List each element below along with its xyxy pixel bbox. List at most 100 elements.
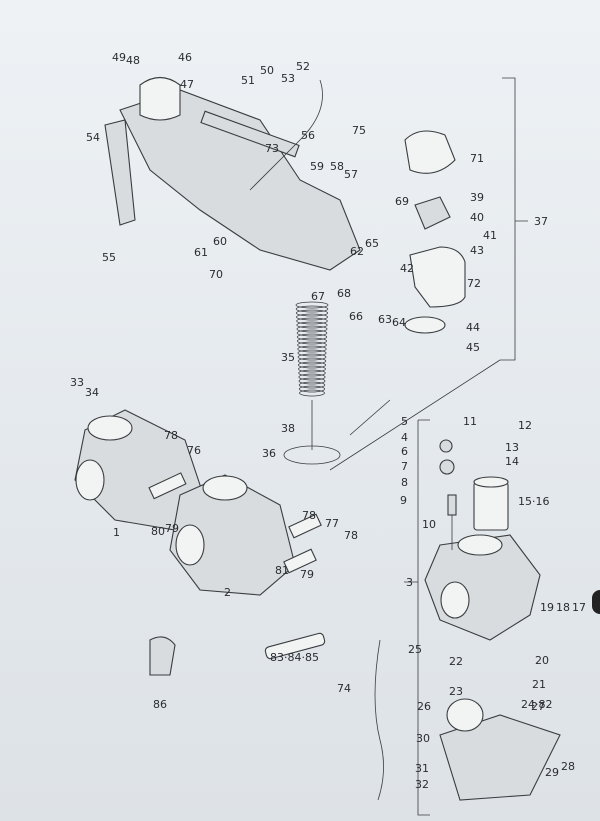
callout-label-59: 59 [310, 160, 324, 173]
callout-label-7: 7 [401, 460, 408, 473]
callout-label-78: 78 [302, 509, 316, 522]
callout-label-42: 42 [400, 262, 414, 275]
part-71 [404, 130, 456, 174]
callout-label-6: 6 [401, 445, 408, 458]
carburetor-exploded [424, 439, 561, 801]
callout-label-15-16: 15·16 [518, 495, 550, 508]
callout-label-19: 19 [540, 601, 554, 614]
callout-label-41: 41 [483, 229, 497, 242]
callout-label-20: 20 [535, 654, 549, 667]
spring-coil [296, 333, 328, 341]
callout-label-68: 68 [337, 287, 351, 300]
throttle-linkage-assembly [104, 76, 466, 334]
spring-coil [295, 301, 329, 309]
spring-coil [298, 373, 326, 381]
callout-label-21: 21 [532, 678, 546, 691]
spring-coil [297, 337, 327, 345]
callout-label-61: 61 [194, 246, 208, 259]
spring-coil [297, 345, 327, 353]
callout-label-65: 65 [365, 237, 379, 250]
spring-coil [295, 309, 329, 317]
callout-label-35: 35 [281, 351, 295, 364]
part-15-16 [473, 481, 509, 531]
callout-label-49: 49 [112, 51, 126, 64]
callout-label-9: 9 [400, 494, 407, 507]
callout-label-11: 11 [463, 415, 477, 428]
spring-coil [296, 321, 328, 329]
callout-label-40: 40 [470, 211, 484, 224]
callout-label-36: 36 [262, 447, 276, 460]
callout-label-58: 58 [330, 160, 344, 173]
callout-label-72: 72 [467, 277, 481, 290]
callout-label-67: 67 [311, 290, 325, 303]
callout-label-1: 1 [113, 526, 120, 539]
callout-label-27: 27 [531, 700, 545, 713]
spring-coil [296, 325, 328, 333]
callout-label-25: 25 [408, 643, 422, 656]
callout-label-24-82: 24·82 [521, 698, 553, 711]
callout-label-29: 29 [545, 766, 559, 779]
spring-coil [298, 381, 326, 389]
callout-label-26: 26 [417, 700, 431, 713]
spring-coil [297, 361, 326, 369]
callout-label-12: 12 [518, 419, 532, 432]
callout-label-10: 10 [422, 518, 436, 531]
callout-label-57: 57 [344, 168, 358, 181]
callout-label-63: 63 [378, 313, 392, 326]
spring-coil [297, 341, 327, 349]
callout-label-86: 86 [153, 698, 167, 711]
callout-label-53: 53 [281, 72, 295, 85]
callout-label-28: 28 [561, 760, 575, 773]
callout-label-32: 32 [415, 778, 429, 791]
callout-label-81: 81 [275, 564, 289, 577]
clamp-86 [149, 636, 176, 676]
bracket-37 [500, 77, 528, 361]
callout-label-50: 50 [260, 64, 274, 77]
callout-label-80: 80 [151, 525, 165, 538]
callout-label-39: 39 [470, 191, 484, 204]
callout-label-70: 70 [209, 268, 223, 281]
callout-label-34: 34 [85, 386, 99, 399]
callout-label-13: 13 [505, 441, 519, 454]
callout-label-77: 77 [325, 517, 339, 530]
callout-label-44: 44 [466, 321, 480, 334]
callout-label-30: 30 [416, 732, 430, 745]
callout-label-4: 4 [401, 431, 408, 444]
spring-coil [295, 305, 329, 313]
callout-label-76: 76 [187, 444, 201, 457]
callout-label-8: 8 [401, 476, 408, 489]
callout-label-79: 79 [300, 568, 314, 581]
callout-label-78: 78 [164, 429, 178, 442]
callout-label-38: 38 [281, 422, 295, 435]
callout-label-73: 73 [265, 142, 279, 155]
spring-coil [298, 369, 326, 377]
spring-coil [296, 317, 328, 325]
callout-label-45: 45 [466, 341, 480, 354]
callout-label-18: 18 [556, 601, 570, 614]
callout-label-60: 60 [213, 235, 227, 248]
callout-label-2: 2 [224, 586, 231, 599]
hose-83-84-85 [264, 632, 326, 660]
spring-coil [298, 377, 326, 385]
callout-label-54: 54 [86, 131, 100, 144]
callout-label-14: 14 [505, 455, 519, 468]
spring-coil [298, 365, 326, 373]
callout-label-75: 75 [352, 124, 366, 137]
spring-coil [296, 329, 328, 337]
callout-label-3: 3 [406, 576, 413, 589]
callout-label-22: 22 [449, 655, 463, 668]
callout-label-23: 23 [449, 685, 463, 698]
spring-coil [297, 353, 327, 361]
callout-label-46: 46 [178, 51, 192, 64]
callout-label-47: 47 [180, 78, 194, 91]
callout-label-37: 37 [534, 215, 548, 228]
callout-label-79: 79 [165, 522, 179, 535]
part-72 [409, 246, 466, 308]
callout-label-5: 5 [401, 415, 408, 428]
spring-coil [299, 389, 325, 397]
spring-coil [298, 385, 326, 393]
spring-coil [297, 357, 327, 365]
hose-74 [374, 639, 384, 801]
